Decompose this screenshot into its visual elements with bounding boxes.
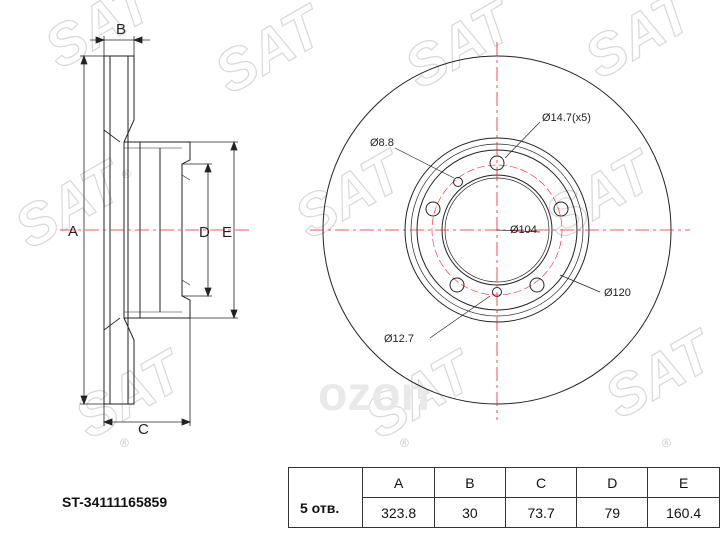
registered-mark: ®: [662, 436, 671, 450]
disc-side-view: [60, 55, 250, 405]
dim-label-d: D: [199, 224, 210, 241]
dim-label-c: C: [138, 421, 149, 438]
table-header-row: A B C D E: [287, 467, 720, 498]
table-value-cell: 79: [576, 497, 649, 528]
callout-pcd: Ø120: [604, 287, 631, 299]
table-empty-cell: [287, 497, 363, 528]
table-header-cell: C: [504, 467, 578, 498]
dim-label-e: E: [222, 224, 232, 241]
dim-label-a: A: [68, 223, 78, 240]
table-value-cell: 160.4: [647, 497, 720, 528]
registered-mark: ®: [122, 167, 131, 181]
table-header-cell: A: [362, 467, 435, 498]
svg-text:SAT: SAT: [204, 0, 337, 106]
callout-center-bore: Ø104: [510, 224, 537, 236]
svg-text:SAT: SAT: [394, 0, 527, 101]
callout-pin-hole: Ø8.8: [370, 137, 394, 149]
side-dimensions: [80, 36, 238, 426]
dim-label-b: B: [116, 21, 126, 38]
table-header-cell: D: [576, 467, 649, 498]
registered-mark: ®: [120, 436, 129, 450]
table-value-cell: 323.8: [362, 497, 435, 528]
svg-text:SAT: SAT: [4, 147, 137, 261]
table-value-cell: 30: [433, 497, 506, 528]
table-header-cell: B: [433, 467, 506, 498]
svg-text:SAT: SAT: [534, 137, 667, 251]
callout-bolt-holes: Ø14.7(x5): [542, 112, 591, 124]
table-empty-cell: [287, 467, 363, 498]
callout-hole-12-7: Ø12.7: [384, 333, 414, 345]
part-number: ST-34111165859: [62, 494, 168, 510]
svg-text:SAT: SAT: [574, 0, 707, 91]
spec-table: A B C D E 323.8 30 73.7 79 160.4: [287, 467, 720, 528]
table-value-cell: 73.7: [504, 497, 578, 528]
registered-mark: ®: [400, 436, 409, 450]
callout-leaders: [394, 121, 601, 339]
ozon-watermark: ozon: [318, 368, 430, 421]
svg-text:SAT: SAT: [284, 137, 417, 251]
table-row: 323.8 30 73.7 79 160.4: [287, 497, 720, 528]
svg-text:SAT: SAT: [594, 317, 720, 431]
table-header-cell: E: [647, 467, 720, 498]
disc-front-view: [310, 42, 690, 420]
